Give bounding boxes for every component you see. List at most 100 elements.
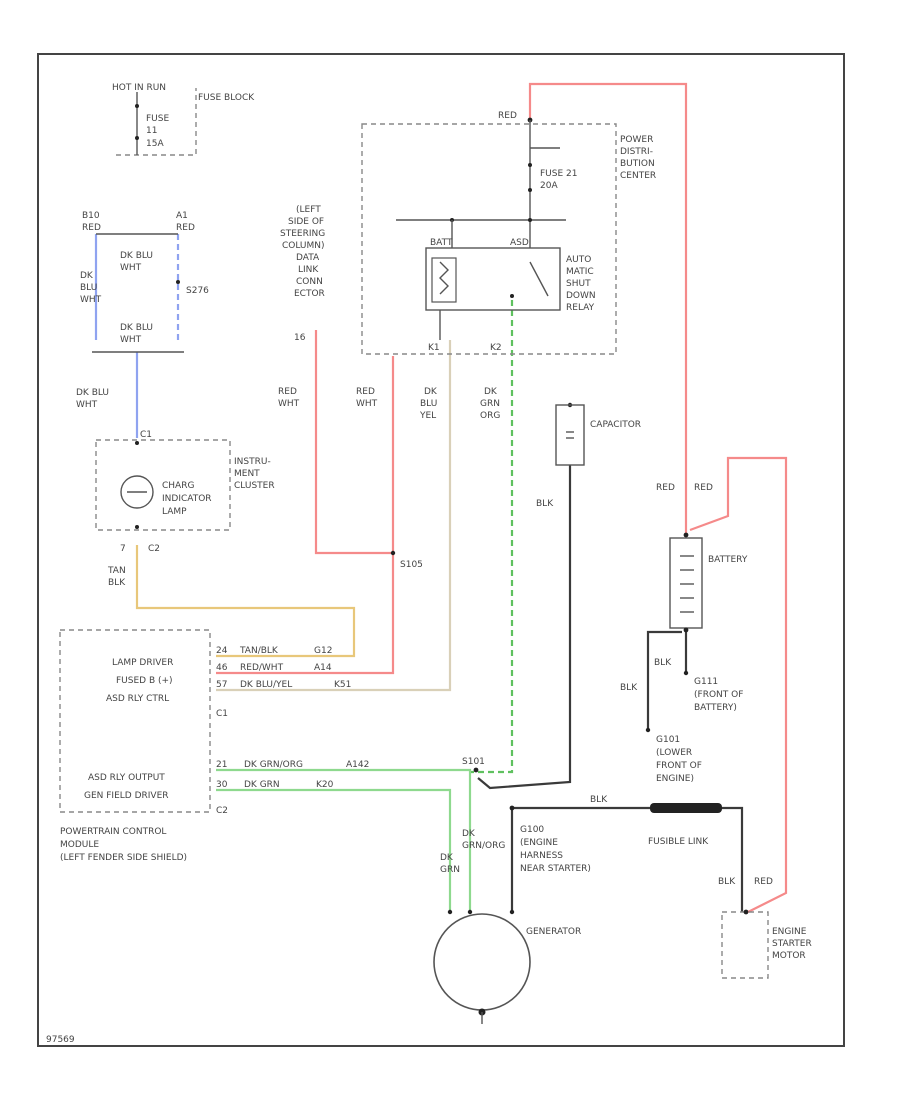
wire-dk-grn-org-dashed	[470, 300, 514, 774]
svg-text:SHUT: SHUT	[566, 279, 591, 289]
svg-text:BLK: BLK	[654, 658, 672, 668]
capacitor: CAPACITOR BLK	[536, 402, 641, 509]
svg-text:ENGINE): ENGINE)	[656, 774, 694, 784]
svg-text:CONN: CONN	[296, 277, 323, 287]
pcm-fused-b: FUSED B (+)	[116, 676, 173, 686]
svg-text:30: 30	[216, 780, 228, 790]
svg-text:GRN: GRN	[480, 399, 500, 409]
svg-text:DK BLU: DK BLU	[120, 251, 153, 261]
pcm-asd-output: ASD RLY OUTPUT	[88, 773, 165, 783]
fuse-block-fuse: FUSE	[146, 114, 169, 124]
ground-g100: G100 (ENGINE HARNESS NEAR STARTER)	[520, 825, 591, 874]
svg-text:DISTRI-: DISTRI-	[620, 147, 653, 157]
svg-text:C2: C2	[148, 544, 160, 554]
svg-text:ECTOR: ECTOR	[294, 289, 325, 299]
svg-text:DK: DK	[484, 387, 498, 397]
svg-text:RED: RED	[176, 223, 195, 233]
svg-text:S105: S105	[400, 560, 423, 570]
svg-text:GRN: GRN	[440, 865, 460, 875]
svg-text:DOWN: DOWN	[566, 291, 596, 301]
svg-text:DK BLU: DK BLU	[76, 388, 109, 398]
svg-text:RED: RED	[356, 387, 375, 397]
svg-text:CAPACITOR: CAPACITOR	[590, 420, 641, 430]
svg-text:AUTO: AUTO	[566, 255, 591, 265]
svg-text:WHT: WHT	[76, 400, 98, 410]
svg-text:BLK: BLK	[536, 499, 554, 509]
svg-text:WHT: WHT	[278, 399, 300, 409]
svg-text:RELAY: RELAY	[566, 303, 595, 313]
svg-text:FRONT OF: FRONT OF	[656, 761, 702, 771]
svg-text:K20: K20	[316, 780, 334, 790]
svg-text:BLU: BLU	[420, 399, 437, 409]
svg-text:NEAR STARTER): NEAR STARTER)	[520, 864, 591, 874]
svg-text:57: 57	[216, 680, 227, 690]
svg-text:K51: K51	[334, 680, 351, 690]
svg-text:RED: RED	[694, 483, 713, 493]
svg-text:RED: RED	[278, 387, 297, 397]
svg-text:C2: C2	[216, 806, 228, 816]
svg-text:46: 46	[216, 663, 228, 673]
svg-text:(FRONT OF: (FRONT OF	[694, 690, 743, 700]
svg-text:(LOWER: (LOWER	[656, 748, 692, 758]
wire-red-fused-b	[216, 356, 395, 675]
svg-text:DK GRN/ORG: DK GRN/ORG	[244, 760, 303, 770]
fuse-block-fuse-num: 11	[146, 126, 157, 136]
pcm-gen-field: GEN FIELD DRIVER	[84, 791, 169, 801]
svg-text:WHT: WHT	[120, 335, 142, 345]
svg-text:G111: G111	[694, 677, 718, 687]
diagram-id: 97569	[46, 1035, 75, 1045]
svg-text:MATIC: MATIC	[566, 267, 594, 277]
svg-text:GENERATOR: GENERATOR	[526, 927, 581, 937]
svg-text:RED/WHT: RED/WHT	[240, 663, 284, 673]
svg-text:LAMP: LAMP	[162, 507, 187, 517]
svg-text:G100: G100	[520, 825, 544, 835]
svg-text:MODULE: MODULE	[60, 840, 99, 850]
wire-black-fusible-2	[722, 806, 744, 912]
svg-text:BLK: BLK	[718, 877, 736, 887]
svg-text:ORG: ORG	[480, 411, 500, 421]
wire-green-field	[216, 788, 452, 912]
svg-text:K1: K1	[428, 343, 440, 353]
svg-text:RED: RED	[754, 877, 773, 887]
svg-text:G101: G101	[656, 735, 680, 745]
svg-text:BUTION: BUTION	[620, 159, 655, 169]
svg-text:C1: C1	[140, 430, 152, 440]
svg-text:BLK: BLK	[590, 795, 608, 805]
svg-text:CENTER: CENTER	[620, 171, 656, 181]
svg-text:(LEFT: (LEFT	[296, 205, 321, 215]
svg-text:G12: G12	[314, 646, 332, 656]
svg-text:DK: DK	[462, 829, 476, 839]
svg-text:TAN/BLK: TAN/BLK	[239, 646, 279, 656]
pcm-asd-ctrl: ASD RLY CTRL	[106, 694, 169, 704]
svg-text:ENGINE: ENGINE	[772, 927, 807, 937]
svg-text:POWER: POWER	[620, 135, 653, 145]
svg-text:DK: DK	[440, 853, 454, 863]
svg-text:C1: C1	[216, 709, 228, 719]
svg-text:BLK: BLK	[108, 578, 126, 588]
svg-text:A1: A1	[176, 211, 188, 221]
wire-tan-lamp-driver	[135, 545, 356, 658]
engine-starter-motor: BLK RED ENGINE STARTER MOTOR	[718, 877, 812, 979]
fuse-block-label: FUSE BLOCK	[198, 93, 255, 103]
svg-text:S276: S276	[186, 286, 209, 296]
svg-text:(LEFT FENDER SIDE SHIELD): (LEFT FENDER SIDE SHIELD)	[60, 853, 187, 863]
svg-text:CHARG: CHARG	[162, 481, 194, 491]
generator: GENERATOR DK GRN DK GRN/ORG	[433, 829, 581, 1024]
svg-text:(ENGINE: (ENGINE	[520, 838, 558, 848]
pcm-lamp-driver: LAMP DRIVER	[112, 658, 173, 668]
svg-text:RED: RED	[656, 483, 675, 493]
data-link-connector: (LEFT SIDE OF STEERING COLUMN) DATA LINK…	[278, 205, 423, 570]
svg-text:DK GRN: DK GRN	[244, 780, 280, 790]
svg-text:A142: A142	[346, 760, 369, 770]
svg-text:RED: RED	[82, 223, 101, 233]
svg-text:BLU: BLU	[80, 283, 97, 293]
svg-text:YEL: YEL	[419, 411, 436, 421]
instrument-cluster: C1 CHARG INDICATOR LAMP INSTRU- MENT CLU…	[95, 430, 275, 588]
svg-text:ASD: ASD	[510, 238, 529, 248]
svg-text:LINK: LINK	[298, 265, 319, 275]
wire-black-battery-ground	[646, 630, 682, 730]
fuse-block-fuse-amp: 15A	[146, 139, 164, 149]
fuse-block-top: HOT IN RUN	[112, 83, 166, 93]
svg-text:16: 16	[294, 333, 306, 343]
